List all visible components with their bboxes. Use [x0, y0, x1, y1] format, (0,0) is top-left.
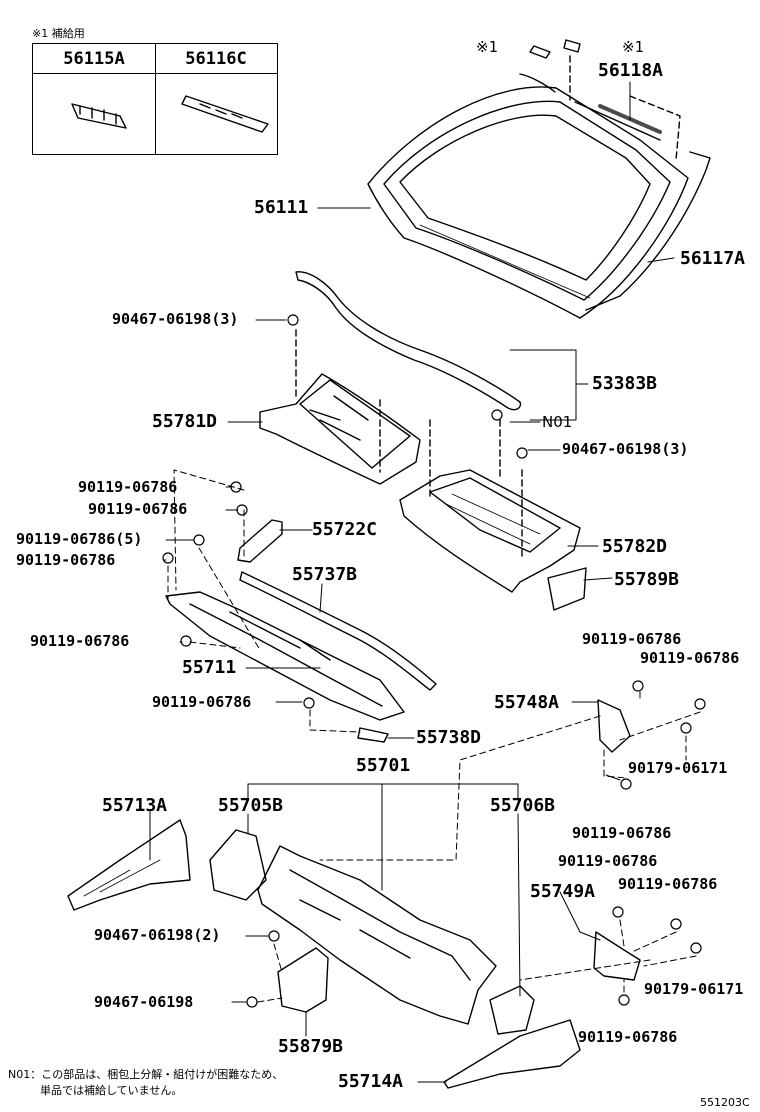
label-N01: N01 [542, 413, 573, 431]
bracket-55789B [547, 567, 587, 611]
label-55749A: 55749A [530, 881, 596, 902]
label-55706B: 55706B [490, 795, 556, 816]
footnote-line-2: 単品では補給していません。 [40, 1084, 183, 1097]
bracket-55722C [237, 519, 283, 563]
label-90467-06198-2: 90467-06198(2) [94, 926, 221, 944]
label-90467-06198: 90467-06198 [94, 993, 194, 1011]
cowl-louver-right [399, 419, 581, 593]
label-90467-06198-3b: 90467-06198(3) [562, 440, 689, 458]
label-90119-06786-2: 90119-06786 [88, 500, 188, 518]
bracket-55879B [277, 947, 329, 1013]
clip-56115A-illustration [71, 103, 127, 129]
label-90119-06786-13: 90119-06786 [578, 1028, 678, 1046]
label-55879B: 55879B [278, 1036, 344, 1057]
cowl-louver-left [259, 329, 421, 485]
supply-parts-table: 56115A 56116C [32, 43, 278, 155]
label-90179-06171-2: 90179-06171 [644, 980, 744, 998]
label-90119-06786-12: 90119-06786 [618, 875, 718, 893]
label-90119-06786-9: 90119-06786 [152, 693, 252, 711]
label-90467-06198-3a: 90467-06198(3) [112, 310, 239, 328]
label-90119-06786-10: 90119-06786 [572, 824, 672, 842]
mark-label-left: ※1 [476, 38, 498, 56]
label-55737B: 55737B [292, 564, 358, 585]
footnote-line-1: N01：この部品は、梱包上分解・組付けが困難なため、 [8, 1068, 284, 1081]
molding-56117A [519, 73, 711, 311]
label-55711: 55711 [182, 657, 237, 678]
figure-code: 551203C [700, 1096, 750, 1109]
bracket-55705B [209, 829, 267, 901]
supply-table-title: ※1 補給用 [32, 27, 85, 40]
cowl-panel-55701 [257, 845, 497, 1025]
fastener-symbols [162, 314, 706, 1008]
label-90119-06786-6: 90119-06786 [30, 632, 130, 650]
windshield-glass [367, 86, 689, 319]
bracket-55748A [597, 699, 631, 753]
label-55789B: 55789B [614, 569, 680, 590]
clip-56115A [563, 39, 581, 53]
panel-55711 [165, 591, 405, 721]
label-90119-06786-5: 90119-06786(5) [16, 530, 143, 548]
bracket-55706B [489, 985, 535, 1035]
label-56117A: 56117A [680, 248, 746, 269]
label-90119-06786-8: 90119-06786 [640, 649, 740, 667]
table-divider [155, 44, 156, 154]
bracket-55738D [357, 727, 389, 743]
label-55722C: 55722C [312, 519, 378, 540]
mark-label-right: ※1 [622, 38, 644, 56]
label-90119-06786-7: 90119-06786 [582, 630, 682, 648]
label-55714A: 55714A [338, 1071, 404, 1092]
seal-55737B [239, 571, 437, 691]
label-56111: 56111 [254, 197, 309, 218]
panel-55713A [67, 819, 191, 911]
label-90119-06786-11: 90119-06786 [558, 852, 658, 870]
clip-56116C [529, 45, 551, 59]
label-55748A: 55748A [494, 692, 560, 713]
label-55713A: 55713A [102, 795, 168, 816]
label-55781D: 55781D [152, 411, 218, 432]
seal-53383B [295, 271, 522, 411]
label-90119-06786-4: 90119-06786 [16, 551, 116, 569]
label-53383B: 53383B [592, 373, 658, 394]
label-55738D: 55738D [416, 727, 482, 748]
label-56118A: 56118A [598, 60, 664, 81]
label-90179-06171-1: 90179-06171 [628, 759, 728, 777]
label-55705B: 55705B [218, 795, 284, 816]
table-header-56115A: 56115A [33, 44, 155, 74]
table-header-56116C: 56116C [155, 44, 277, 74]
label-55782D: 55782D [602, 536, 668, 557]
label-55701: 55701 [356, 755, 411, 776]
bracket-55749A [593, 931, 641, 981]
label-90119-06786-1: 90119-06786 [78, 478, 178, 496]
clip-56116C-illustration [181, 95, 269, 133]
panel-55714A [443, 1019, 581, 1089]
